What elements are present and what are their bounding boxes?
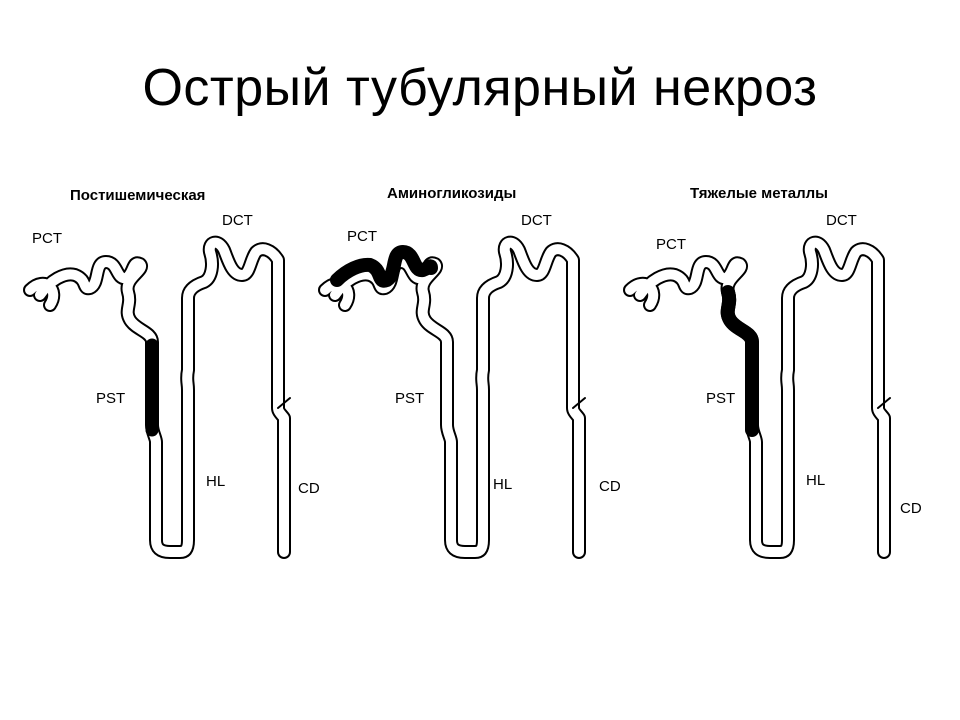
panel-title: Постишемическая	[70, 187, 206, 204]
label-cd: CD	[298, 480, 320, 497]
label-cd: CD	[599, 478, 621, 495]
nephron-diagram	[23, 235, 291, 559]
nephron-panel-heavy-metals: Тяжелые металлы PCT DCT PST HL CD	[620, 180, 940, 580]
tubule-lumen	[320, 237, 584, 557]
necrosis-segment-pst	[720, 285, 759, 437]
label-dct: DCT	[521, 212, 552, 229]
label-hl: HL	[206, 473, 226, 490]
collecting-duct-branch	[877, 397, 891, 409]
label-hl: HL	[806, 472, 826, 489]
label-pct: PCT	[347, 228, 377, 245]
slide-title: Острый тубулярный некроз	[142, 59, 818, 117]
nephron-panel-aminoglycosides: Аминогликозиды PCT DCT PST HL CD	[315, 180, 635, 580]
label-pst: PST	[96, 390, 126, 407]
panel-title: Тяжелые металлы	[690, 185, 828, 202]
label-dct: DCT	[826, 212, 857, 229]
nephron-diagram	[623, 235, 891, 559]
label-pct: PCT	[32, 230, 62, 247]
necrosis-segment-pct	[330, 245, 438, 288]
label-hl: HL	[493, 476, 513, 493]
nephron-panel-postischemic: Постишемическая PCT DCT PST HL CD	[20, 180, 340, 580]
tubule-lumen	[25, 237, 289, 557]
label-pst: PST	[706, 390, 736, 407]
collecting-duct-branch	[277, 397, 291, 409]
nephron-diagram	[318, 235, 586, 559]
tubule-lumen	[625, 237, 889, 557]
label-dct: DCT	[222, 212, 253, 229]
label-pst: PST	[395, 390, 425, 407]
label-cd: CD	[900, 500, 922, 517]
collecting-duct-branch	[572, 397, 586, 409]
label-pct: PCT	[656, 236, 686, 253]
panel-title: Аминогликозиды	[387, 185, 517, 202]
